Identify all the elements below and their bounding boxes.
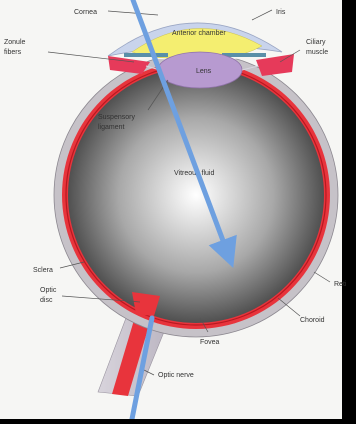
label-zonule-2: fibers [4, 49, 22, 56]
label-iris: Iris [276, 9, 286, 16]
leader-choroid [277, 297, 301, 317]
leader-cornea [107, 10, 159, 16]
leader-zonule [47, 51, 135, 63]
label-retina: Reti [334, 281, 347, 288]
leader-fovea [199, 317, 209, 333]
label-zonule-1: Zonule [4, 39, 26, 46]
annotation-arrow-optic-nerve [129, 315, 155, 422]
label-fovea: Fovea [200, 339, 220, 346]
label-lens: Lens [196, 68, 212, 75]
leader-sclera [59, 261, 85, 269]
leader-ciliary [279, 49, 301, 63]
label-optic-disc-1: Optic [40, 287, 57, 294]
leader-optic-disc [61, 295, 141, 303]
label-vitreous: Vitreous fluid [174, 170, 214, 177]
annotation-arrow-vitreous [130, 0, 237, 269]
optic-disc [132, 292, 160, 316]
label-choroid: Choroid [300, 317, 325, 324]
label-ciliary-1: Ciliary [306, 39, 326, 46]
leader-iris [251, 9, 273, 21]
label-suspensory-2: ligament [98, 124, 125, 131]
vitreous-body [68, 67, 324, 323]
label-sclera: Sclera [33, 267, 53, 274]
label-optic-disc-2: disc [40, 297, 53, 304]
iris-band-left [124, 53, 168, 57]
zonule-fiber-right [241, 65, 259, 71]
label-cornea: Cornea [74, 9, 97, 16]
iris-band-right [222, 53, 266, 57]
label-optic-nerve: Optic nerve [158, 372, 194, 379]
label-ciliary-2: muscle [306, 49, 328, 56]
label-suspensory-1: Suspensory [98, 114, 135, 121]
leader-retina [313, 271, 331, 283]
label-anterior-chamber: Anterior chamber [172, 30, 226, 37]
